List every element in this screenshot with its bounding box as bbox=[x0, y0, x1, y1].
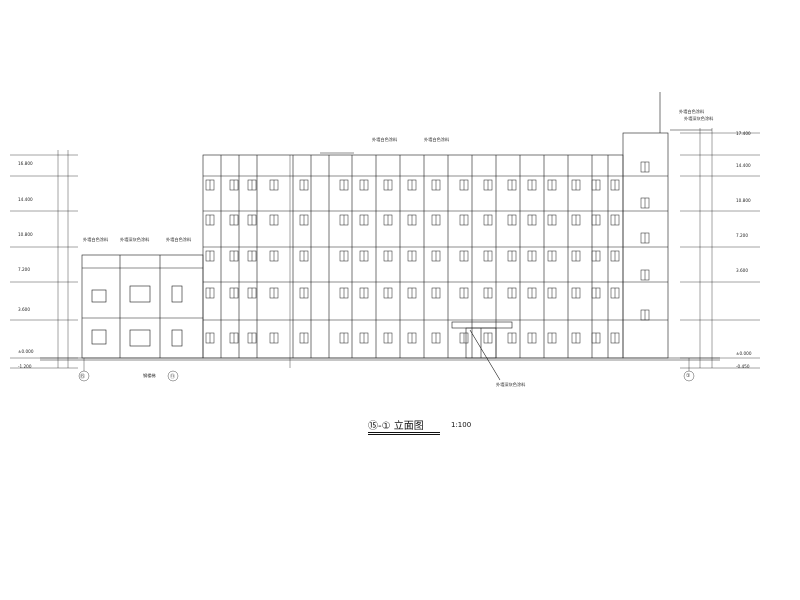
note-top-right-1: 外墙白色涂料 bbox=[679, 109, 705, 114]
elev-left-4: 7.200 bbox=[18, 267, 30, 272]
axis-right-label: ① bbox=[686, 373, 691, 379]
main-block bbox=[202, 154, 624, 359]
building-elevation bbox=[40, 92, 720, 381]
axis-left-label: ⑮ bbox=[80, 374, 86, 380]
axis-bubble-mid bbox=[167, 370, 179, 382]
note-top-center-2: 外墙白色涂料 bbox=[424, 137, 450, 142]
title-underline-2 bbox=[368, 434, 440, 435]
dimension-lines bbox=[10, 128, 760, 382]
right-tower bbox=[622, 132, 669, 359]
elev-right-6: ±0.000 bbox=[736, 351, 752, 356]
wing-window-6 bbox=[91, 329, 107, 345]
note-left-wing-3: 外墙白色涂料 bbox=[166, 237, 192, 242]
drawing-title: ⑮-① 立面图 bbox=[368, 421, 424, 432]
elev-left-7: -1.200 bbox=[18, 364, 32, 369]
elev-left-6: ±0.000 bbox=[18, 349, 34, 354]
elev-right-4: 7.200 bbox=[736, 233, 748, 238]
note-stair: 钢楼梯 bbox=[143, 373, 156, 378]
window-group bbox=[205, 161, 650, 344]
title-underline bbox=[368, 432, 440, 433]
left-wing bbox=[81, 254, 204, 359]
axis-mid-label: ⑪ bbox=[170, 374, 176, 380]
wing-window-4 bbox=[171, 329, 183, 347]
elev-left-5: 3.600 bbox=[18, 307, 30, 312]
note-entrance: 外墙深灰色涂料 bbox=[496, 382, 526, 387]
leader-entrance bbox=[469, 329, 501, 381]
note-left-wing-1: 外墙白色涂料 bbox=[83, 237, 109, 242]
drawing-scale: 1:100 bbox=[451, 421, 472, 429]
elev-left-3: 10.800 bbox=[18, 232, 33, 237]
note-left-wing-2: 外墙深灰色涂料 bbox=[120, 237, 150, 242]
wing-window-5 bbox=[91, 289, 107, 303]
wing-window-3 bbox=[171, 285, 183, 303]
elev-right-1: 17.400 bbox=[736, 131, 751, 136]
note-top-right-2: 外墙深灰色涂料 bbox=[684, 116, 714, 121]
elev-right-5: 3.600 bbox=[736, 268, 748, 273]
wing-window bbox=[129, 285, 151, 303]
elev-right-3: 10.800 bbox=[736, 198, 751, 203]
elev-left-2: 14.400 bbox=[18, 197, 33, 202]
elev-right-7: -0.450 bbox=[736, 364, 750, 369]
elev-right-2: 14.400 bbox=[736, 163, 751, 168]
entrance-canopy bbox=[451, 321, 513, 329]
elev-left-1: 16.800 bbox=[18, 161, 33, 166]
wing-window-2 bbox=[129, 329, 151, 347]
note-top-center-1: 外墙白色涂料 bbox=[372, 137, 398, 142]
